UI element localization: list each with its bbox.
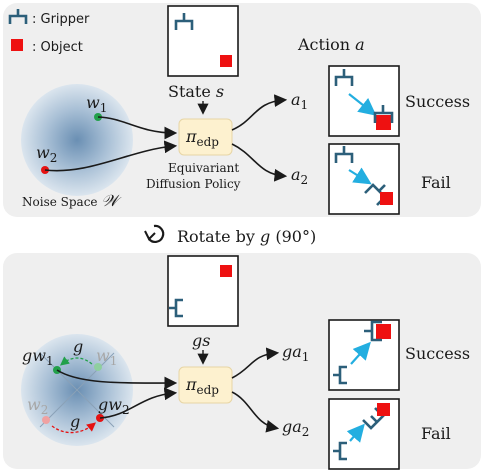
rotate-icon <box>144 224 165 243</box>
policy-box-bottom <box>178 366 233 404</box>
state-gripper-icon <box>174 13 194 30</box>
ga1-start-gripper-icon <box>333 365 347 385</box>
policy-caption-line2: Diffusion Policy <box>146 177 241 191</box>
policy-to-ga1-curve <box>231 347 280 379</box>
noise-space-cloud <box>21 84 133 196</box>
gs-state-label: gs <box>192 331 210 350</box>
g-rotate-arrow-lower <box>51 422 96 434</box>
w2-label: w2 <box>36 143 57 165</box>
g-label-upper: g <box>73 337 83 356</box>
noise-axis-b <box>39 352 115 428</box>
w2-faded-label: w2 <box>27 395 48 417</box>
ga2-object <box>377 403 390 416</box>
success-label-bottom: Success <box>405 344 470 363</box>
legend-gripper-label: : Gripper <box>32 12 90 27</box>
g-rotate-arrow-upper <box>59 356 93 366</box>
policy-label-bottom: πedp <box>185 375 219 397</box>
action-title: Action a <box>297 35 365 54</box>
a1-label: a1 <box>291 90 308 112</box>
g-label-lower: g <box>70 412 80 431</box>
legend-gripper-icon <box>8 9 28 24</box>
legend-object-label: : Object <box>32 40 83 55</box>
policy-to-a2-curve <box>231 143 288 182</box>
ga1-label: ga1 <box>282 342 309 364</box>
noise-space-label: Noise Space 𝒲 <box>22 191 122 210</box>
ga1-object <box>376 324 391 339</box>
policy-caption-line1: Equivariant <box>168 161 239 175</box>
w2-faded-dot <box>42 416 50 424</box>
w2-to-policy-curve <box>44 140 178 172</box>
ga2-label: ga2 <box>282 417 309 439</box>
ga1-end-gripper-icon <box>364 320 382 342</box>
policy-label: πedp <box>185 127 219 149</box>
gw1-label: gw1 <box>22 346 54 368</box>
a2-label: a2 <box>291 165 308 187</box>
policy-box <box>178 118 233 156</box>
gs-state-object <box>220 265 232 277</box>
legend-object-icon <box>11 39 23 51</box>
state-object <box>220 55 232 67</box>
fail-label-top: Fail <box>421 173 451 192</box>
ga2-motion-arrow <box>346 423 365 443</box>
a2-start-gripper-icon <box>334 146 354 163</box>
w1-label: w1 <box>86 93 107 115</box>
a1-motion-arrow <box>348 93 377 116</box>
policy-to-ga2-curve <box>231 391 280 433</box>
a2-motion-arrow <box>348 167 372 185</box>
a1-end-gripper-icon <box>373 105 394 123</box>
fail-label-bottom: Fail <box>421 424 451 443</box>
policy-to-a1-curve <box>231 94 288 131</box>
success-label-top: Success <box>405 92 470 111</box>
state-label: State s <box>168 82 224 101</box>
a2-object <box>380 192 393 205</box>
ga1-motion-arrow <box>350 341 371 365</box>
w1-faded-dot <box>94 363 102 371</box>
w1-faded-label: w1 <box>96 346 117 368</box>
a1-start-gripper-icon <box>334 69 354 86</box>
gw2-to-policy-curve <box>99 387 178 419</box>
ga2-start-gripper-icon <box>333 441 347 461</box>
gw1-to-policy-curve <box>56 369 178 390</box>
gs-state-gripper-icon <box>169 298 183 318</box>
a1-object <box>376 115 391 130</box>
w1-to-policy-curve <box>97 116 178 140</box>
rotate-label: Rotate by g (90°) <box>177 227 316 246</box>
